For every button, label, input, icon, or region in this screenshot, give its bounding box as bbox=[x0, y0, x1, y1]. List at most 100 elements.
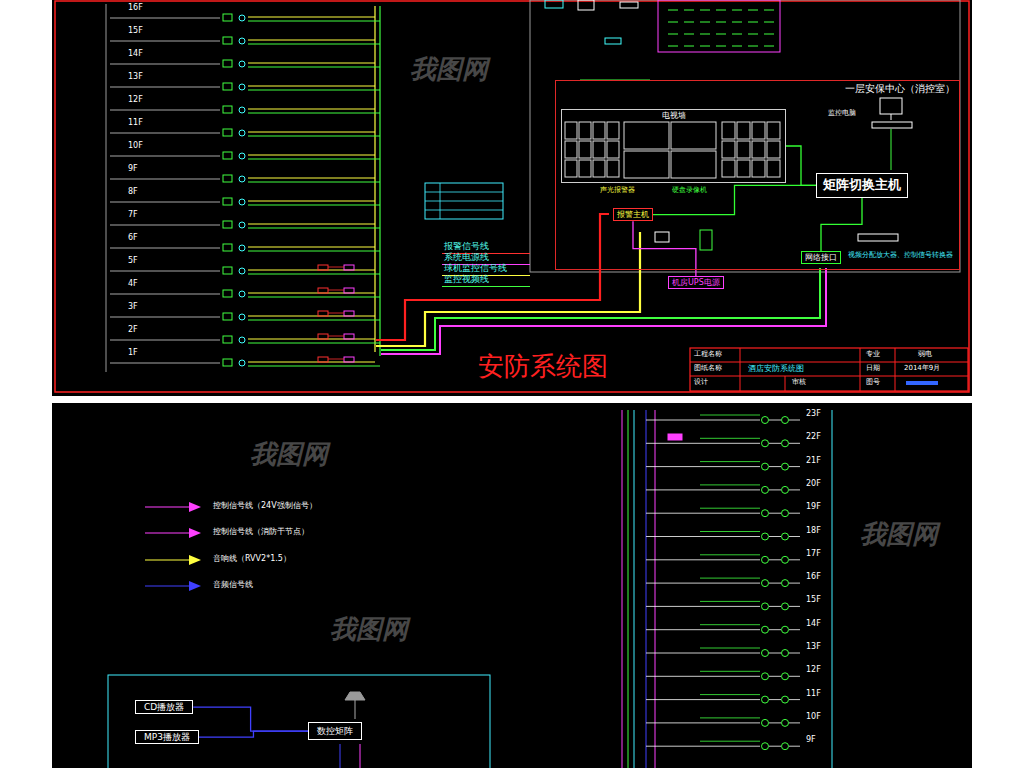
speaker-line bbox=[700, 694, 760, 695]
legend-text: 监控视频线 bbox=[444, 274, 489, 284]
cable bbox=[381, 268, 826, 354]
speaker-line bbox=[769, 676, 781, 677]
monitor-cell bbox=[752, 160, 765, 177]
monitor-cell bbox=[767, 141, 780, 158]
floor-label: 6F bbox=[128, 234, 138, 243]
speaker-line bbox=[789, 676, 800, 677]
monitor-icon bbox=[891, 114, 892, 120]
watermark: 我图网 bbox=[330, 615, 408, 644]
floor-label: 16F bbox=[128, 4, 143, 13]
speaker-symbol bbox=[762, 440, 769, 447]
dashed-link bbox=[668, 34, 775, 35]
floor-line bbox=[110, 271, 220, 272]
speaker-symbol bbox=[762, 673, 769, 680]
floor-cable bbox=[248, 366, 380, 367]
legend-sample bbox=[143, 581, 203, 591]
monitor-cell bbox=[593, 160, 605, 177]
device-symbol bbox=[545, 0, 563, 8]
alarm-symbol bbox=[318, 288, 328, 293]
speaker-line bbox=[769, 746, 781, 747]
legend-text: 音频信号线 bbox=[213, 580, 253, 589]
cable bbox=[381, 268, 820, 350]
floor-label: 21F bbox=[806, 457, 821, 466]
device-label: 硬盘录像机 bbox=[672, 187, 707, 195]
camera-symbol bbox=[223, 14, 232, 21]
connector bbox=[193, 707, 308, 731]
speaker-symbol bbox=[782, 533, 789, 540]
speaker-line bbox=[700, 717, 760, 718]
camera-symbol bbox=[223, 60, 232, 67]
note-table-line bbox=[440, 183, 441, 219]
camera-symbol bbox=[239, 176, 245, 182]
floor-label: 4F bbox=[128, 280, 138, 289]
floor-cable bbox=[248, 113, 380, 114]
alarm-symbol bbox=[344, 334, 354, 339]
connector bbox=[821, 198, 862, 251]
speaker-line bbox=[700, 508, 760, 509]
video-wall: 电视墙 bbox=[561, 109, 786, 183]
speaker-symbol bbox=[782, 650, 789, 657]
alarm-symbol bbox=[344, 265, 354, 270]
wire bbox=[891, 129, 892, 170]
dashed-link bbox=[668, 22, 775, 23]
camera-symbol bbox=[223, 336, 232, 343]
riser-line bbox=[106, 4, 107, 372]
legend-item: 系统电源线 bbox=[444, 253, 489, 263]
monitor-icon bbox=[880, 98, 902, 114]
camera-symbol bbox=[239, 245, 245, 251]
alarm-symbol bbox=[344, 357, 354, 362]
speaker-symbol bbox=[762, 603, 769, 610]
computer-icon bbox=[700, 230, 712, 250]
riser-line bbox=[655, 410, 656, 768]
floor-cable bbox=[248, 132, 375, 133]
wire bbox=[360, 744, 361, 768]
floor-cable bbox=[248, 228, 380, 229]
speaker-symbol bbox=[782, 603, 789, 610]
speaker-line bbox=[700, 438, 760, 439]
alarm-symbol bbox=[318, 334, 328, 339]
connector bbox=[653, 185, 816, 214]
floor-label: 23F bbox=[806, 410, 821, 419]
player-box: CD播放器 bbox=[135, 700, 193, 714]
monitor-cell bbox=[671, 151, 716, 178]
speaker-symbol bbox=[782, 440, 789, 447]
monitor-cell bbox=[565, 122, 577, 139]
floor-label: 19F bbox=[806, 503, 821, 512]
camera-symbol bbox=[239, 61, 245, 67]
camera-symbol bbox=[223, 129, 232, 136]
floor-cable bbox=[248, 136, 380, 137]
floor-label: 5F bbox=[128, 257, 138, 266]
drawing-panel bbox=[52, 403, 972, 768]
floor-label: 17F bbox=[806, 550, 821, 559]
speaker-symbol bbox=[762, 719, 769, 726]
speaker-line bbox=[789, 466, 800, 467]
alarm-symbol bbox=[318, 265, 328, 270]
legend-item: 控制信号线（消防干节点） bbox=[213, 528, 309, 537]
connector bbox=[199, 731, 308, 737]
device-label: 监控电脑 bbox=[828, 110, 856, 118]
monitor-cell bbox=[593, 141, 605, 158]
camera-symbol bbox=[239, 130, 245, 136]
title-block-line bbox=[690, 362, 968, 363]
floor-cable bbox=[248, 40, 375, 41]
camera-symbol bbox=[223, 267, 232, 274]
title-block-line bbox=[860, 348, 861, 391]
legend-item: 音响线（RVV2*1.5） bbox=[213, 555, 291, 564]
camera-symbol bbox=[223, 175, 232, 182]
speaker-symbol bbox=[782, 556, 789, 563]
camera-symbol bbox=[239, 107, 245, 113]
floor-cable bbox=[328, 336, 344, 337]
legend-item: 报警信号线 bbox=[444, 242, 489, 252]
speaker-line bbox=[789, 583, 800, 584]
speaker-symbol bbox=[762, 417, 769, 424]
floor-label: 16F bbox=[806, 573, 821, 582]
alarm-symbol bbox=[318, 311, 328, 316]
title-block-text: 日期 bbox=[866, 365, 880, 373]
speaker-line bbox=[646, 583, 760, 584]
speaker-symbol bbox=[782, 417, 789, 424]
floor-line bbox=[110, 202, 220, 203]
title-block-mark bbox=[906, 381, 938, 385]
camera-symbol bbox=[223, 83, 232, 90]
floor-cable bbox=[248, 205, 380, 206]
